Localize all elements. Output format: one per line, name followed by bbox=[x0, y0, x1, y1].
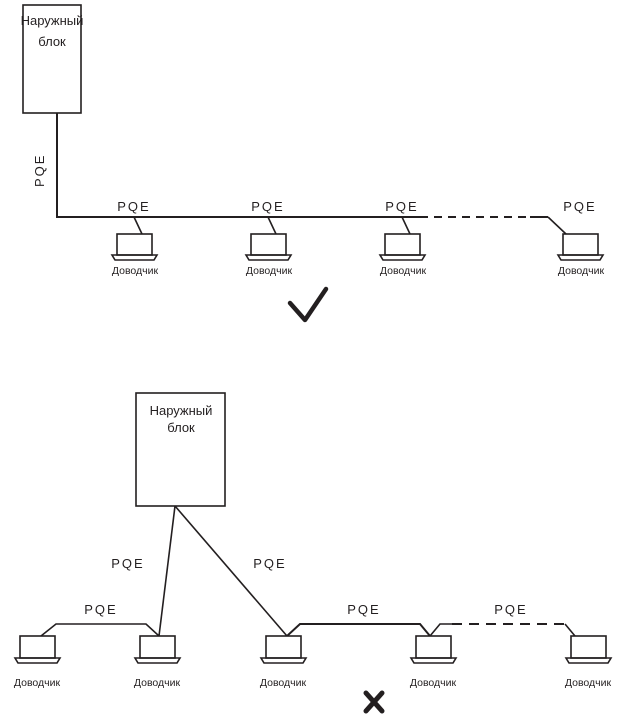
cross-mark-icon bbox=[363, 690, 385, 714]
indoor-unit-icon bbox=[259, 635, 308, 664]
bus-line bbox=[56, 113, 420, 218]
drop-wire bbox=[547, 216, 567, 235]
drop-wire bbox=[133, 216, 143, 235]
pqe-label: PQE bbox=[84, 602, 117, 617]
indoor-unit-icon bbox=[564, 635, 613, 664]
indoor-unit-label: Доводчик bbox=[260, 677, 307, 689]
pqe-label: PQE bbox=[111, 556, 144, 571]
indoor-unit-label: Доводчик bbox=[565, 677, 612, 689]
drop-wire bbox=[267, 216, 277, 235]
indoor-unit-label: Доводчик bbox=[246, 265, 293, 277]
indoor-unit-label: Доводчик bbox=[380, 265, 427, 277]
pqe-label: PQE bbox=[563, 199, 596, 214]
vertical-pqe-label: PQE bbox=[32, 154, 47, 187]
indoor-unit-icon bbox=[556, 233, 605, 261]
drop-wire bbox=[401, 216, 411, 235]
branch-wire-left bbox=[158, 505, 176, 637]
incorrect-wiring-scheme: Наружный блок PQE PQE PQE PQE PQE bbox=[13, 392, 613, 714]
indoor-unit-icon bbox=[133, 635, 182, 664]
chain-wire bbox=[429, 623, 452, 637]
indoor-unit-icon bbox=[13, 635, 62, 664]
outdoor-unit-label-line1: Наружный bbox=[150, 403, 213, 418]
outdoor-unit-label-line1: Наружный bbox=[21, 13, 84, 28]
branch-wire-right bbox=[174, 505, 288, 637]
outdoor-unit-box bbox=[135, 392, 226, 507]
indoor-unit-icon bbox=[110, 233, 159, 261]
chain-wire bbox=[286, 623, 431, 637]
pqe-label: PQE bbox=[253, 556, 286, 571]
pqe-label: PQE bbox=[117, 199, 150, 214]
indoor-unit-icon bbox=[409, 635, 458, 664]
left-pair-wire bbox=[40, 623, 160, 637]
pqe-label: PQE bbox=[347, 602, 380, 617]
outdoor-unit-label-line2: блок bbox=[167, 420, 195, 435]
indoor-unit-label: Доводчик bbox=[134, 677, 181, 689]
indoor-unit-label: Доводчик bbox=[14, 677, 61, 689]
pqe-label: PQE bbox=[494, 602, 527, 617]
indoor-unit-label: Доводчик bbox=[558, 265, 605, 277]
indoor-unit-label: Доводчик bbox=[112, 265, 159, 277]
check-mark-icon bbox=[287, 286, 329, 323]
pqe-label: PQE bbox=[251, 199, 284, 214]
indoor-unit-label: Доводчик bbox=[410, 677, 457, 689]
correct-wiring-scheme: Наружный блок PQE PQE PQE PQE PQE bbox=[21, 4, 605, 323]
outdoor-unit-box bbox=[22, 4, 82, 114]
pqe-label: PQE bbox=[385, 199, 418, 214]
outdoor-unit-label-line2: блок bbox=[38, 34, 66, 49]
indoor-unit-icon bbox=[378, 233, 427, 261]
indoor-unit-icon bbox=[244, 233, 293, 261]
chain-wire-end bbox=[564, 623, 576, 637]
